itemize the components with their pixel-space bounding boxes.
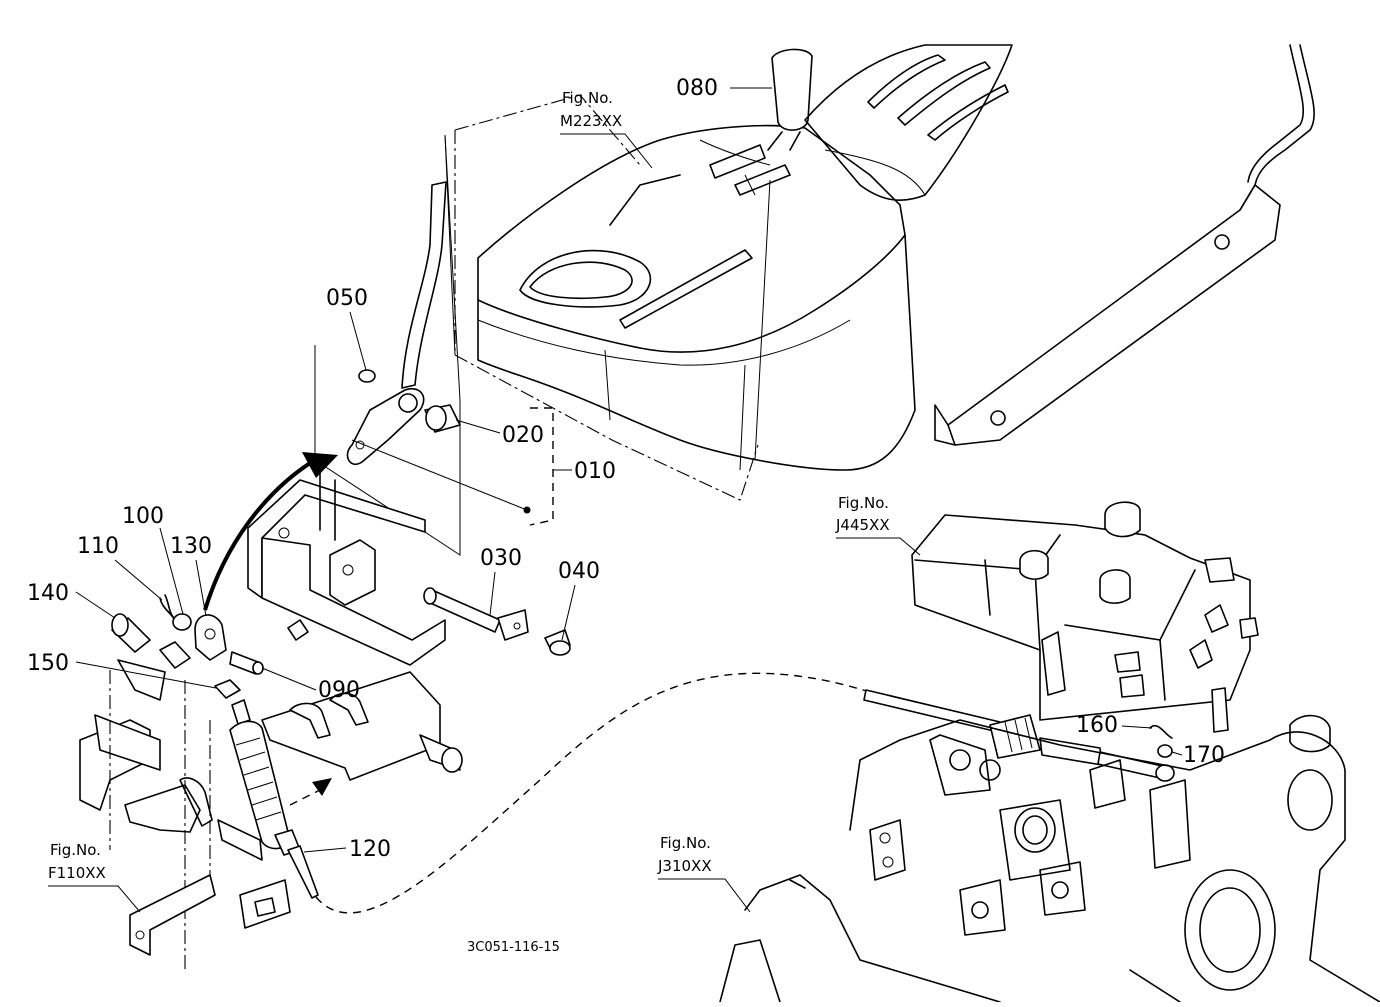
label-150: 150 (27, 651, 69, 676)
label-170: 170 (1183, 743, 1225, 768)
control-cable (229, 672, 1001, 914)
svg-text:Fig.No.: Fig.No. (562, 89, 613, 107)
svg-text:F110XX: F110XX (48, 864, 106, 882)
motion-arrow (203, 452, 338, 611)
drawing-code: 3C051-116-15 (467, 940, 560, 955)
part-labels: 080 050 020 010 030 040 100 110 130 140 … (27, 76, 1225, 862)
fender-panel (804, 44, 1315, 446)
label-120: 120 (349, 837, 391, 862)
label-110: 110 (77, 534, 119, 559)
svg-text:Fig.No.: Fig.No. (660, 834, 711, 852)
figref-j310: Fig.No. J310XX (657, 834, 751, 913)
label-040: 040 (558, 559, 600, 584)
figref-j445: Fig.No. J445XX (835, 494, 921, 556)
console-cover (454, 94, 916, 501)
label-050: 050 (326, 286, 368, 311)
pivot-shaft (423, 587, 571, 656)
label-100: 100 (122, 504, 164, 529)
mounting-bracket (247, 469, 446, 666)
label-020: 020 (502, 423, 544, 448)
shift-lever-knob (767, 48, 813, 151)
label-160: 160 (1076, 713, 1118, 738)
label-030: 030 (480, 546, 522, 571)
label-080: 080 (676, 76, 718, 101)
figref-f110: Fig.No. F110XX (48, 841, 141, 913)
label-010: 010 (574, 459, 616, 484)
svg-text:Fig.No.: Fig.No. (50, 841, 101, 859)
svg-text:Fig.No.: Fig.No. (838, 494, 889, 512)
figref-m223: Fig.No. M223XX (560, 89, 653, 169)
lever-assembly (314, 134, 572, 556)
detent-plate (261, 671, 463, 806)
label-130: 130 (170, 534, 212, 559)
transmission-housing (719, 714, 1380, 1003)
cable-end-fitting (989, 714, 1175, 782)
svg-text:J445XX: J445XX (835, 516, 890, 534)
cable-clamp-group (111, 594, 264, 699)
label-140: 140 (27, 581, 69, 606)
svg-text:J310XX: J310XX (657, 857, 712, 875)
label-090: 090 (318, 678, 360, 703)
control-valve (911, 501, 1259, 733)
lower-support-bracket (79, 659, 291, 970)
figure-references: Fig.No. M223XX Fig.No. J445XX Fig.No. J3… (48, 89, 921, 913)
svg-text:M223XX: M223XX (560, 112, 622, 130)
